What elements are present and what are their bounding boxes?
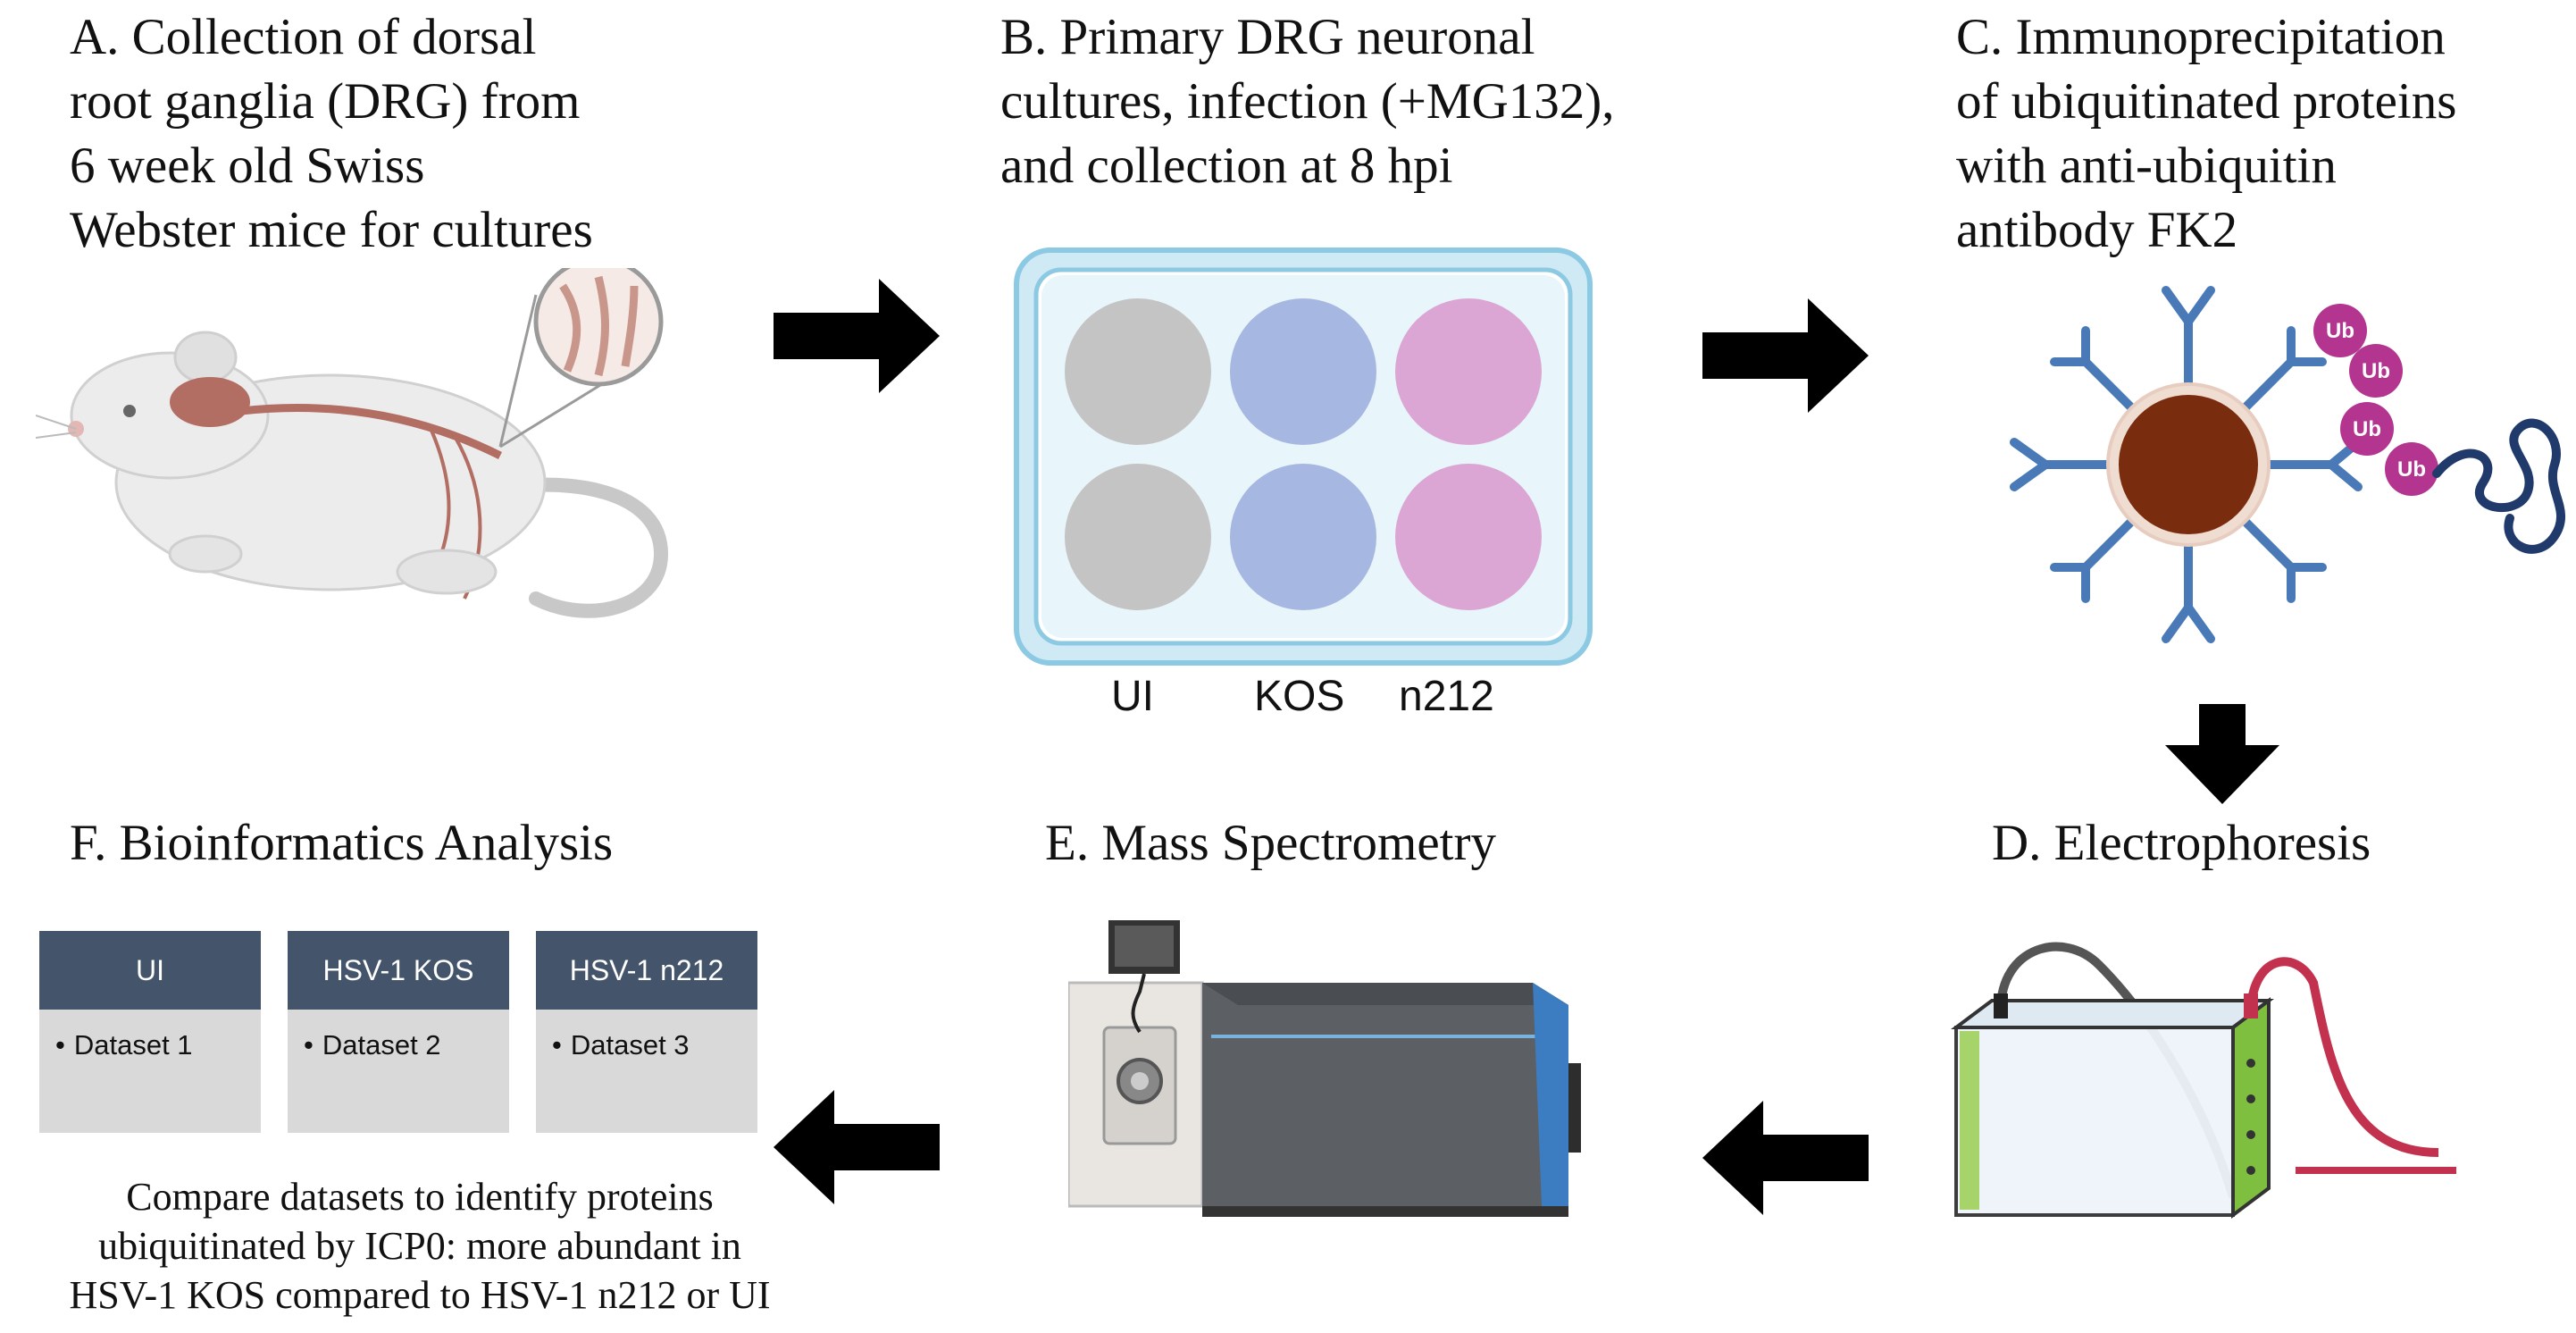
antibody-bead-illustration: Ub Ub Ub Ub (2010, 286, 2566, 643)
arrow-e-to-f (774, 1090, 940, 1204)
arrow-b-to-c (1702, 298, 1869, 413)
dataset-card-ui: UI •Dataset 1 (39, 931, 261, 1133)
well-n212-bottom (1395, 464, 1542, 610)
ub-label: Ub (2353, 417, 2381, 441)
bullet-icon: • (552, 1029, 562, 1061)
well-kos-bottom (1230, 464, 1376, 610)
ub-4 (2385, 442, 2438, 496)
panel-a-title: A. Collection of dorsal root ganglia (DR… (70, 9, 593, 258)
card-header: HSV-1 KOS (288, 931, 509, 1010)
panel-b-title: B. Primary DRG neuronal cultures, infect… (1000, 9, 1615, 194)
card-header: UI (39, 931, 261, 1010)
comparison-caption: Compare datasets to identify proteins ub… (69, 1175, 771, 1317)
well-n212-top (1395, 298, 1542, 445)
electrophoresis-tank (1951, 942, 2456, 1219)
well-label-kos: KOS (1254, 673, 1345, 720)
ub-2 (2349, 344, 2403, 398)
arrow-c-to-d (2165, 704, 2279, 804)
panel-d-title: D. Electrophoresis (1992, 815, 2371, 871)
ub-label: Ub (2397, 457, 2426, 482)
panel-f-title: F. Bioinformatics Analysis (70, 815, 614, 871)
six-well-plate (1014, 247, 1593, 666)
bead (2119, 395, 2258, 534)
bullet-icon: • (55, 1029, 65, 1061)
well-kos-top (1230, 298, 1376, 445)
ub-label: Ub (2362, 359, 2390, 383)
ub-3 (2340, 402, 2394, 456)
arrow-d-to-e (1702, 1101, 1869, 1215)
panel-c-title: C. Immunoprecipitation of ubiquitinated … (1956, 9, 2457, 258)
well-ui-top (1065, 298, 1211, 445)
card-item: •Dataset 1 (55, 1029, 193, 1061)
ub-label: Ub (2326, 319, 2354, 343)
well-label-n212: n212 (1399, 673, 1494, 720)
mouse-illustration (36, 268, 669, 618)
dataset-card-kos: HSV-1 KOS •Dataset 2 (288, 931, 509, 1133)
arrow-a-to-b (774, 279, 940, 393)
ub-1 (2313, 304, 2367, 357)
card-item: •Dataset 2 (304, 1029, 441, 1061)
well-label-ui: UI (1111, 673, 1154, 720)
card-header: HSV-1 n212 (536, 931, 757, 1010)
panel-e-title: E. Mass Spectrometry (1045, 815, 1496, 871)
card-item: •Dataset 3 (552, 1029, 690, 1061)
mass-spectrometer (1068, 920, 1581, 1217)
bullet-icon: • (304, 1029, 314, 1061)
well-ui-bottom (1065, 464, 1211, 610)
dataset-card-n212: HSV-1 n212 •Dataset 3 (536, 931, 757, 1133)
target-protein (2432, 418, 2566, 554)
